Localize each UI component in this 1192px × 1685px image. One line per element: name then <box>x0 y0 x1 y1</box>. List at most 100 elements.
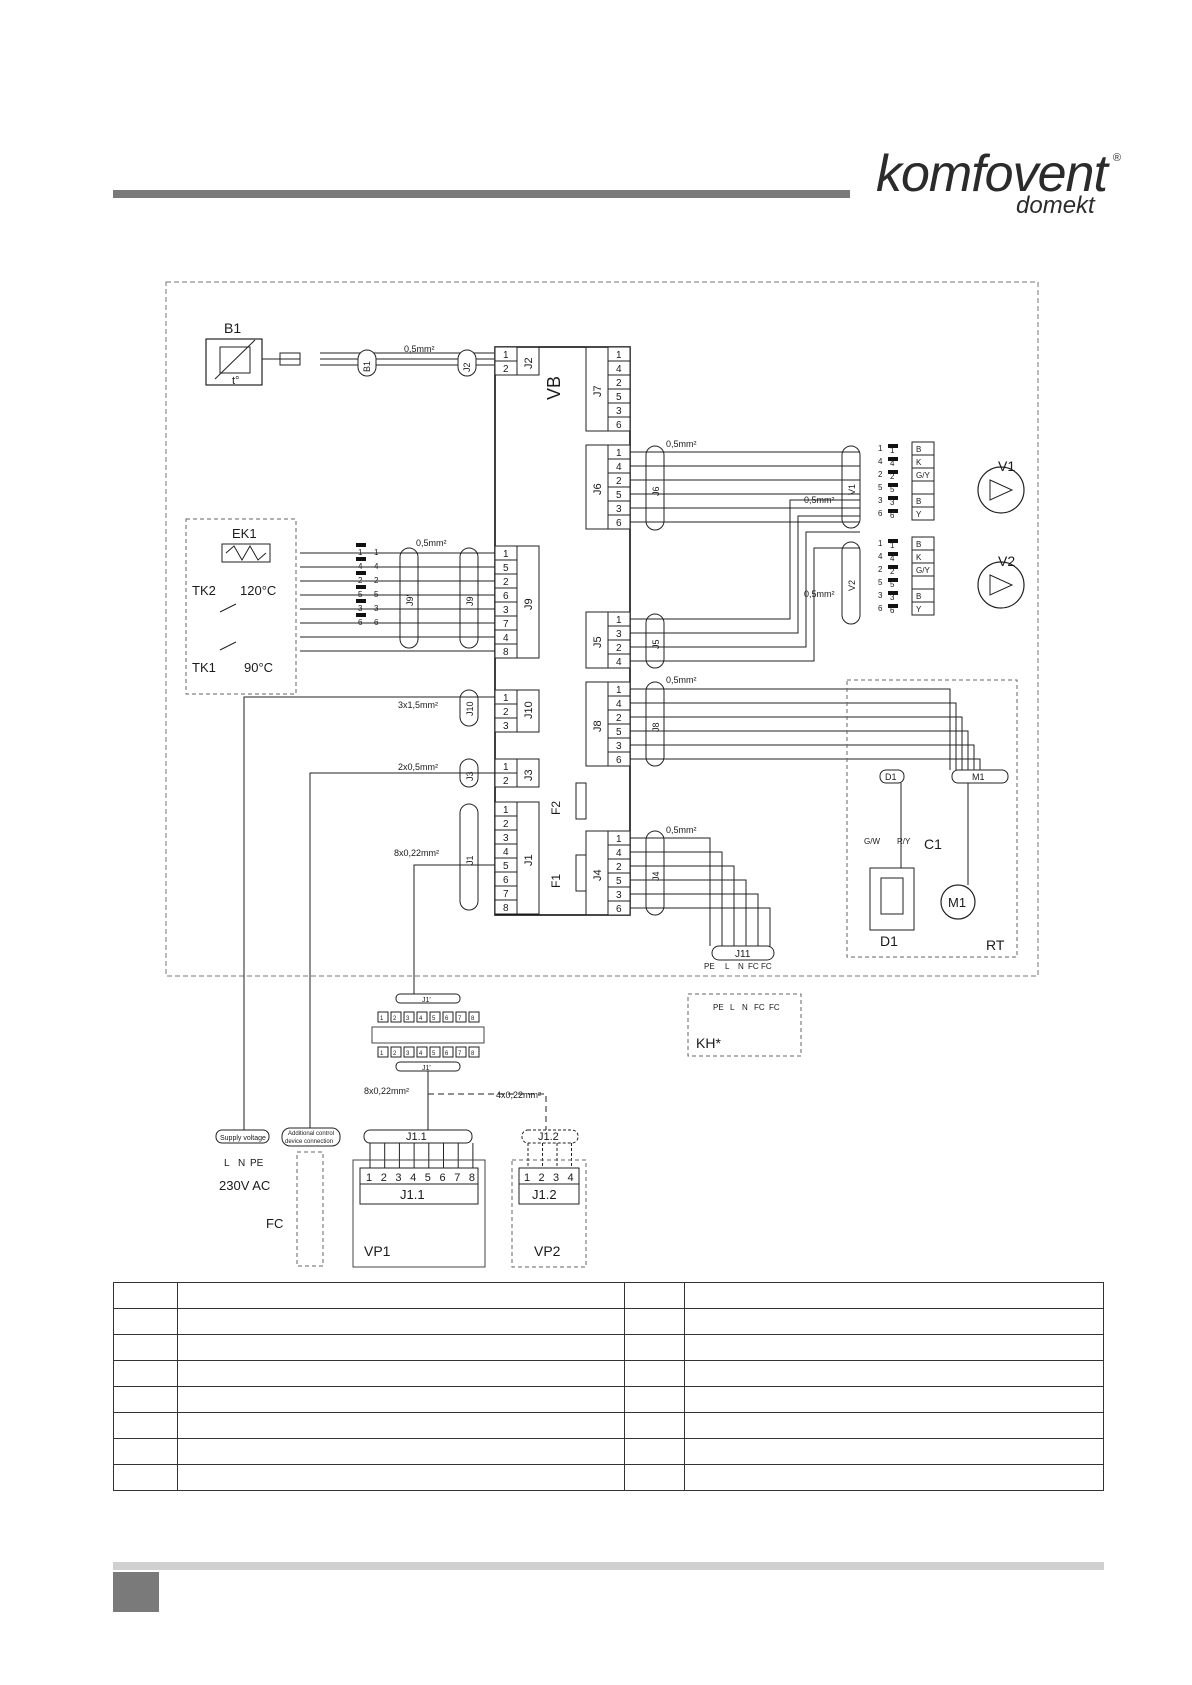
v1-terminal-contact <box>888 496 898 500</box>
wire <box>630 879 747 946</box>
legend-cell <box>624 1360 685 1387</box>
j2-plug-label: J2 <box>462 362 472 372</box>
j11-plug <box>711 945 775 961</box>
v2-terminal-pin-right: 3 <box>890 593 895 602</box>
wire <box>630 716 963 770</box>
j12conn-plug-label: J1.2 <box>538 1131 559 1143</box>
v2-terminal-wire-color: K <box>916 553 922 562</box>
cable-j9: 0,5mm² <box>416 538 447 548</box>
logo-wordmark: komfovent <box>876 145 1108 203</box>
v2-terminal-pin-left: 5 <box>878 578 883 587</box>
legend-cell <box>684 1438 1104 1465</box>
vp1-pin-number: 7 <box>454 1172 460 1184</box>
v2-terminal-contact <box>888 578 898 582</box>
page-number-box <box>113 1572 159 1612</box>
j7-pin-number: 3 <box>616 406 622 417</box>
v2-plug <box>841 541 861 625</box>
j5-pin-number: 2 <box>616 643 622 654</box>
cable-j4: 0,5mm² <box>666 825 697 835</box>
j8-label: J8 <box>592 720 604 732</box>
v1-terminal-wire-color: K <box>916 458 922 467</box>
cable-v1: 0,5mm² <box>804 495 835 505</box>
wire <box>630 907 771 946</box>
j8-pin-number: 2 <box>616 713 622 724</box>
m1-damper-motor <box>940 884 976 920</box>
j1-pin-number: 8 <box>503 903 509 914</box>
j9-pin-number: 5 <box>503 563 509 574</box>
v1-terminal-color-cell <box>911 480 935 495</box>
j1p-pin-number: 7 <box>458 1016 462 1022</box>
legend-cell <box>177 1334 625 1361</box>
j10-label: J10 <box>523 701 535 719</box>
v2-terminal-pin-left: 4 <box>878 552 883 561</box>
v1-terminal-pin-right: 2 <box>890 472 895 481</box>
vp1-pin-number: 5 <box>425 1172 431 1184</box>
j4-pin-number: 1 <box>616 834 622 845</box>
legend-cell <box>177 1412 625 1439</box>
ek-contact <box>356 613 366 617</box>
j5-pin-number: 4 <box>616 657 622 668</box>
j1p-label-top: J1' <box>422 997 431 1004</box>
j7-label: J7 <box>592 385 604 397</box>
wire <box>630 865 735 946</box>
legend-cell <box>684 1282 1104 1309</box>
vp2-pin-number: 4 <box>568 1172 574 1184</box>
j2-plug <box>457 349 477 377</box>
v1-terminal-pin-left: 3 <box>878 496 883 505</box>
v2-terminal-contact <box>888 565 898 569</box>
v1-terminal-color-cell <box>911 506 935 521</box>
j1-pin-number: 3 <box>503 833 509 844</box>
cable-3x15: 3x1,5mm² <box>398 700 438 710</box>
j1p-pin-number-lower: 6 <box>445 1051 449 1057</box>
kh-label: KH* <box>696 1035 721 1051</box>
v2-fan-motor <box>977 561 1025 609</box>
j1p-pin <box>455 1011 467 1023</box>
c1-label: C1 <box>924 836 942 852</box>
j2-pin-number: 2 <box>503 364 509 375</box>
supply-n: N <box>238 1158 245 1169</box>
legend-cell <box>113 1386 178 1413</box>
ek-contact <box>356 543 366 547</box>
j1p-pin-lower <box>468 1046 480 1058</box>
j1p-pin <box>377 1011 389 1023</box>
j10-pin-number: 1 <box>503 693 509 704</box>
legend-cell <box>113 1282 178 1309</box>
j6-plug <box>645 445 665 531</box>
j6-pin-number: 6 <box>616 518 622 529</box>
kh-box <box>687 993 802 1057</box>
ek1-heater <box>221 543 271 563</box>
vp1-pin-number: 2 <box>381 1172 387 1184</box>
d1-plug <box>879 769 905 784</box>
v1-plug-label: V1 <box>847 484 857 495</box>
v2-terminal-pin-right: 1 <box>890 541 895 550</box>
legend-cell <box>113 1464 178 1491</box>
wire <box>630 730 969 770</box>
j11-l: L <box>725 962 730 971</box>
kh-l: L <box>730 1003 735 1012</box>
j1p-pin-lower <box>442 1046 454 1058</box>
j6-plug-label: J6 <box>651 486 661 496</box>
legend-cell <box>113 1308 178 1335</box>
cable-j6: 0,5mm² <box>666 439 697 449</box>
j5-plug-label: J5 <box>651 639 661 649</box>
legend-cell <box>624 1386 685 1413</box>
kh-n: N <box>742 1003 748 1012</box>
j1p-pin <box>416 1011 428 1023</box>
v2-terminal-pin-left: 1 <box>878 539 883 548</box>
j1-plug <box>459 803 479 911</box>
v2-terminal-contact <box>888 552 898 556</box>
vp1-pin-number: 6 <box>440 1172 446 1184</box>
j3-label: J3 <box>523 769 535 781</box>
j9-pin-number: 6 <box>503 591 509 602</box>
j11conn-plug-label: J1.1 <box>406 1131 427 1143</box>
vp1-box <box>352 1159 486 1268</box>
j11-label: J11 <box>735 949 751 960</box>
legend-cell <box>177 1282 625 1309</box>
d1-sensor <box>869 867 915 931</box>
j5-plug <box>645 613 665 669</box>
v1-terminal-contact <box>888 457 898 461</box>
j1p-pin-lower <box>390 1046 402 1058</box>
legend-cell <box>684 1360 1104 1387</box>
v2-terminal-color-cell <box>911 575 935 590</box>
j9-label: J9 <box>523 598 535 610</box>
